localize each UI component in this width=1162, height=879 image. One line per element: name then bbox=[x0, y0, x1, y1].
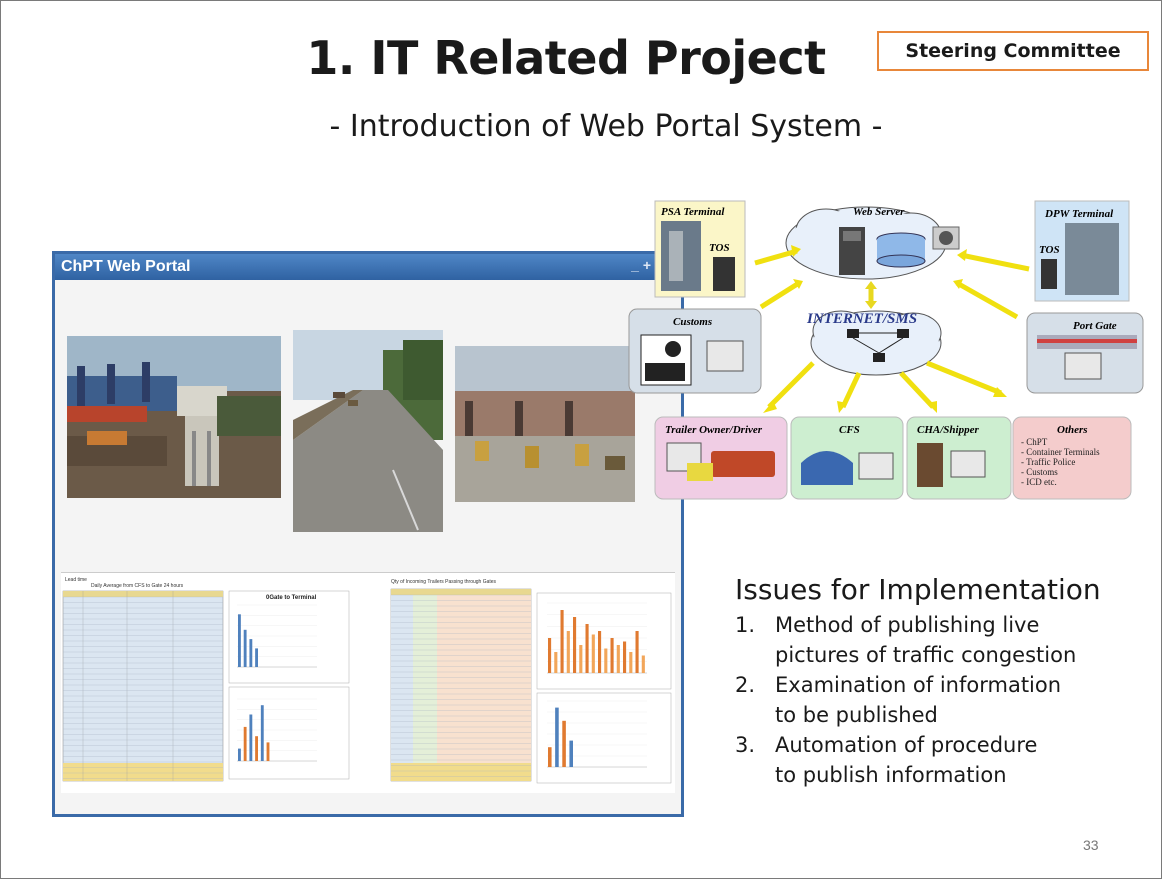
others-label: Others bbox=[1057, 424, 1088, 436]
others-item: - Traffic Police bbox=[1021, 457, 1075, 467]
slide-title: 1. IT Related Project bbox=[306, 31, 826, 85]
customs-label: Customs bbox=[673, 316, 712, 328]
port-gate-label: Port Gate bbox=[1073, 320, 1117, 332]
portal-titlebar: ChPT Web Portal _ + bbox=[55, 254, 681, 280]
dpw-terminal-label: DPW Terminal bbox=[1044, 208, 1114, 220]
issues-title: Issues for Implementation bbox=[735, 573, 1101, 606]
computer-icon bbox=[706, 340, 744, 372]
others-item: - Container Terminals bbox=[1021, 447, 1100, 457]
network-nodes-icon bbox=[847, 329, 909, 362]
right-table-heading: Qty of Incoming Trailers Passing through… bbox=[391, 579, 497, 585]
window-controls-icon: _ + bbox=[631, 257, 651, 273]
slide-subtitle: - Introduction of Web Portal System - bbox=[329, 109, 883, 144]
left-table-heading: Lead time bbox=[65, 577, 87, 583]
portal-reports: Lead time Daily Average from CFS to Gate… bbox=[61, 572, 675, 793]
web-portal-window: ChPT Web Portal _ + bbox=[52, 251, 684, 817]
issues-section: Issues for Implementation 1. Method of p… bbox=[735, 573, 1155, 790]
left-table-subheading: Daily Average from CFS to Gate 24 hours bbox=[91, 583, 184, 589]
page-number: 33 bbox=[1083, 837, 1099, 853]
worker-icon bbox=[917, 443, 943, 487]
terminal-photo bbox=[67, 336, 281, 498]
others-item: - ICD etc. bbox=[1021, 477, 1057, 487]
cha-shipper-label: CHA/Shipper bbox=[917, 424, 979, 436]
internet-sms-label: INTERNET/SMS bbox=[806, 311, 917, 327]
network-diagram: PSA Terminal TOS Web Server DPW Termina bbox=[621, 193, 1151, 513]
psa-tos-label: TOS bbox=[709, 242, 730, 254]
steering-committee-badge: Steering Committee bbox=[877, 31, 1149, 71]
connection-arrows bbox=[754, 248, 1030, 409]
trailer-owner-label: Trailer Owner/Driver bbox=[665, 424, 763, 436]
others-item: - Customs bbox=[1021, 467, 1058, 477]
gate-photo bbox=[455, 346, 635, 502]
dpw-tos-label: TOS bbox=[1039, 244, 1060, 256]
portal-title: ChPT Web Portal bbox=[61, 258, 191, 275]
cfs-label: CFS bbox=[839, 424, 860, 436]
truck-icon bbox=[711, 451, 775, 477]
left-chart-title: 0Gate to Terminal bbox=[266, 595, 317, 601]
psa-terminal-label: PSA Terminal bbox=[661, 206, 725, 218]
road-photo bbox=[293, 330, 443, 532]
web-server-label: Web Server bbox=[853, 206, 905, 218]
others-item: - ChPT bbox=[1021, 437, 1048, 447]
warehouse-icon bbox=[801, 451, 853, 485]
